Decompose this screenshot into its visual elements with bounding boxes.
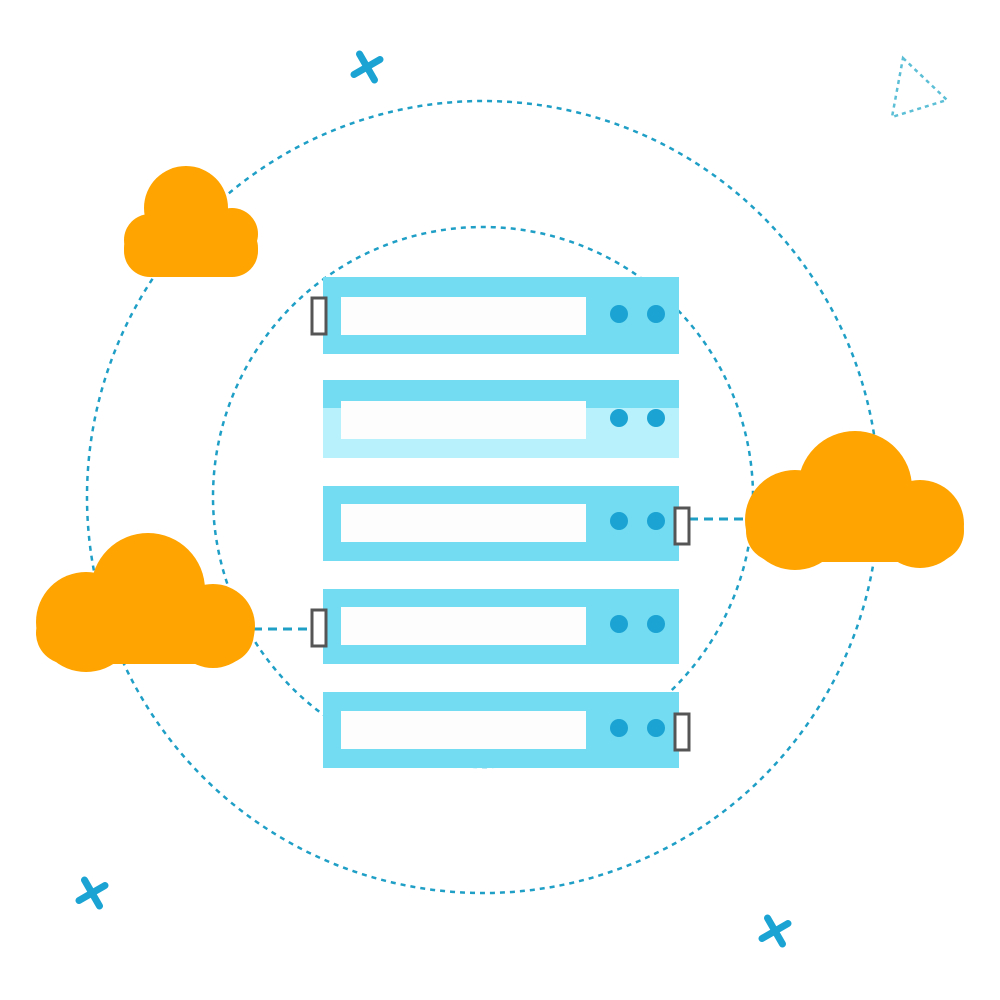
server-unit-2 [323,380,679,458]
status-led-icon [647,409,665,427]
triangle-outline-icon [890,55,950,119]
sparkle-icon [75,876,109,910]
sparkle-icon [350,50,384,84]
port-connector-icon [310,608,328,648]
connector-lines [253,517,748,631]
status-led-icon [610,615,628,633]
status-led-icon [647,305,665,323]
server-rack [310,277,691,768]
server-unit-1 [310,277,679,354]
server-unit-3 [323,486,691,561]
status-led-icon [647,512,665,530]
status-led-icon [610,409,628,427]
server-panel [341,401,586,439]
status-led-icon [610,512,628,530]
status-led-icon [610,305,628,323]
status-led-icon [647,615,665,633]
server-unit-5 [323,692,691,768]
server-unit-4 [310,589,679,664]
port-connector-icon [673,712,691,752]
status-led-icon [647,719,665,737]
server-panel [341,504,586,542]
clouds [36,166,964,672]
port-connector-icon [310,296,328,336]
sparkle-icon [758,914,792,948]
server-panel [341,297,586,335]
port-connector-icon [673,506,691,546]
server-panel [341,607,586,645]
cloud-icon [745,431,964,570]
decorations [75,50,950,948]
cloud-icon [124,166,258,277]
cloud-icon [36,533,255,672]
server-panel [341,711,586,749]
status-led-icon [610,719,628,737]
